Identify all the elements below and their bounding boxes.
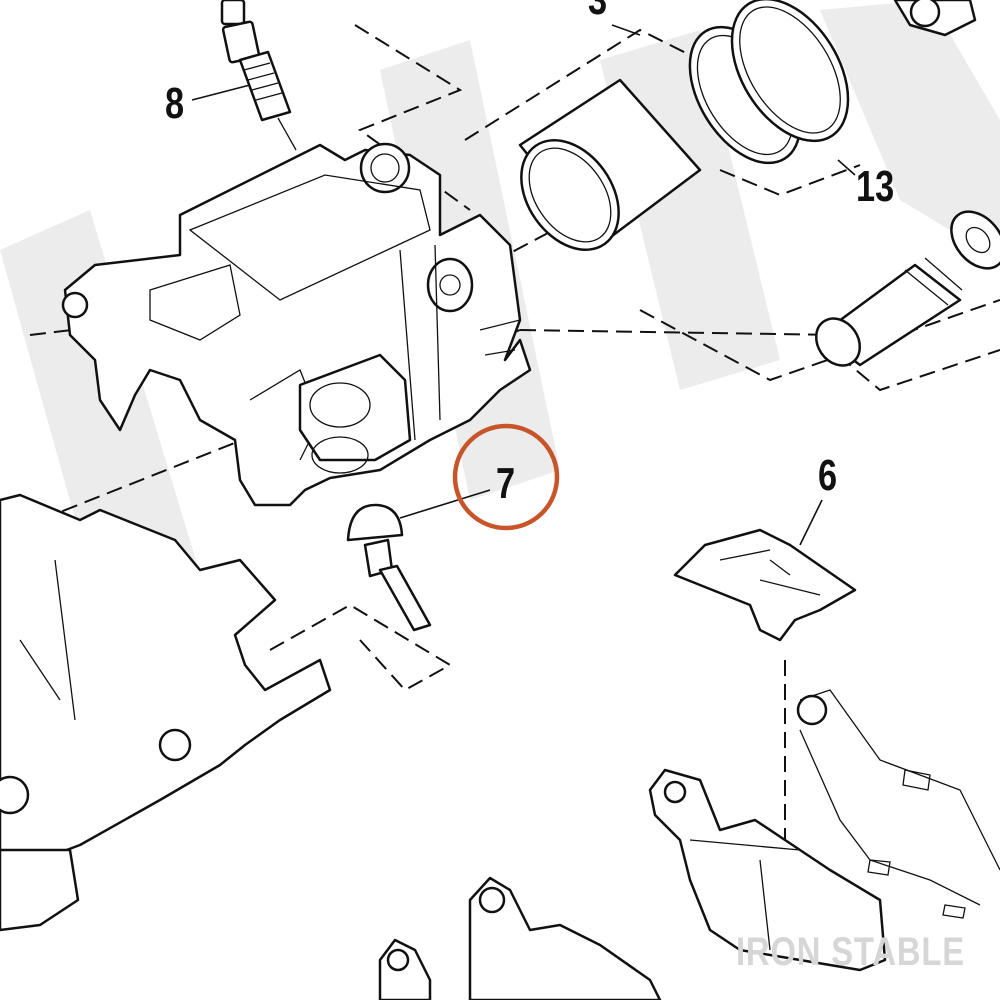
caliper-body [61, 142, 532, 507]
piston-and-seals [518, 0, 850, 251]
leader-lines [191, 24, 856, 546]
mounting-bracket [0, 493, 332, 932]
slide-pin [814, 210, 1000, 367]
retaining-pin [346, 503, 432, 632]
callout-13: 13 [856, 162, 895, 211]
highlight-ring [452, 423, 560, 531]
brake-pad-bottom [378, 876, 662, 1000]
brake-pad-back [796, 689, 1000, 919]
anti-rattle-spring [673, 528, 857, 642]
brand-watermark: IRON STABLE [736, 930, 965, 974]
callout-7: 7 [496, 459, 516, 508]
bleeder-valve [220, 0, 297, 151]
callout-8: 8 [165, 79, 185, 128]
top-fitting [893, 0, 977, 37]
callout-6: 6 [818, 451, 838, 500]
brake-pad-right [648, 768, 887, 972]
callout-3: 3 [588, 0, 607, 22]
